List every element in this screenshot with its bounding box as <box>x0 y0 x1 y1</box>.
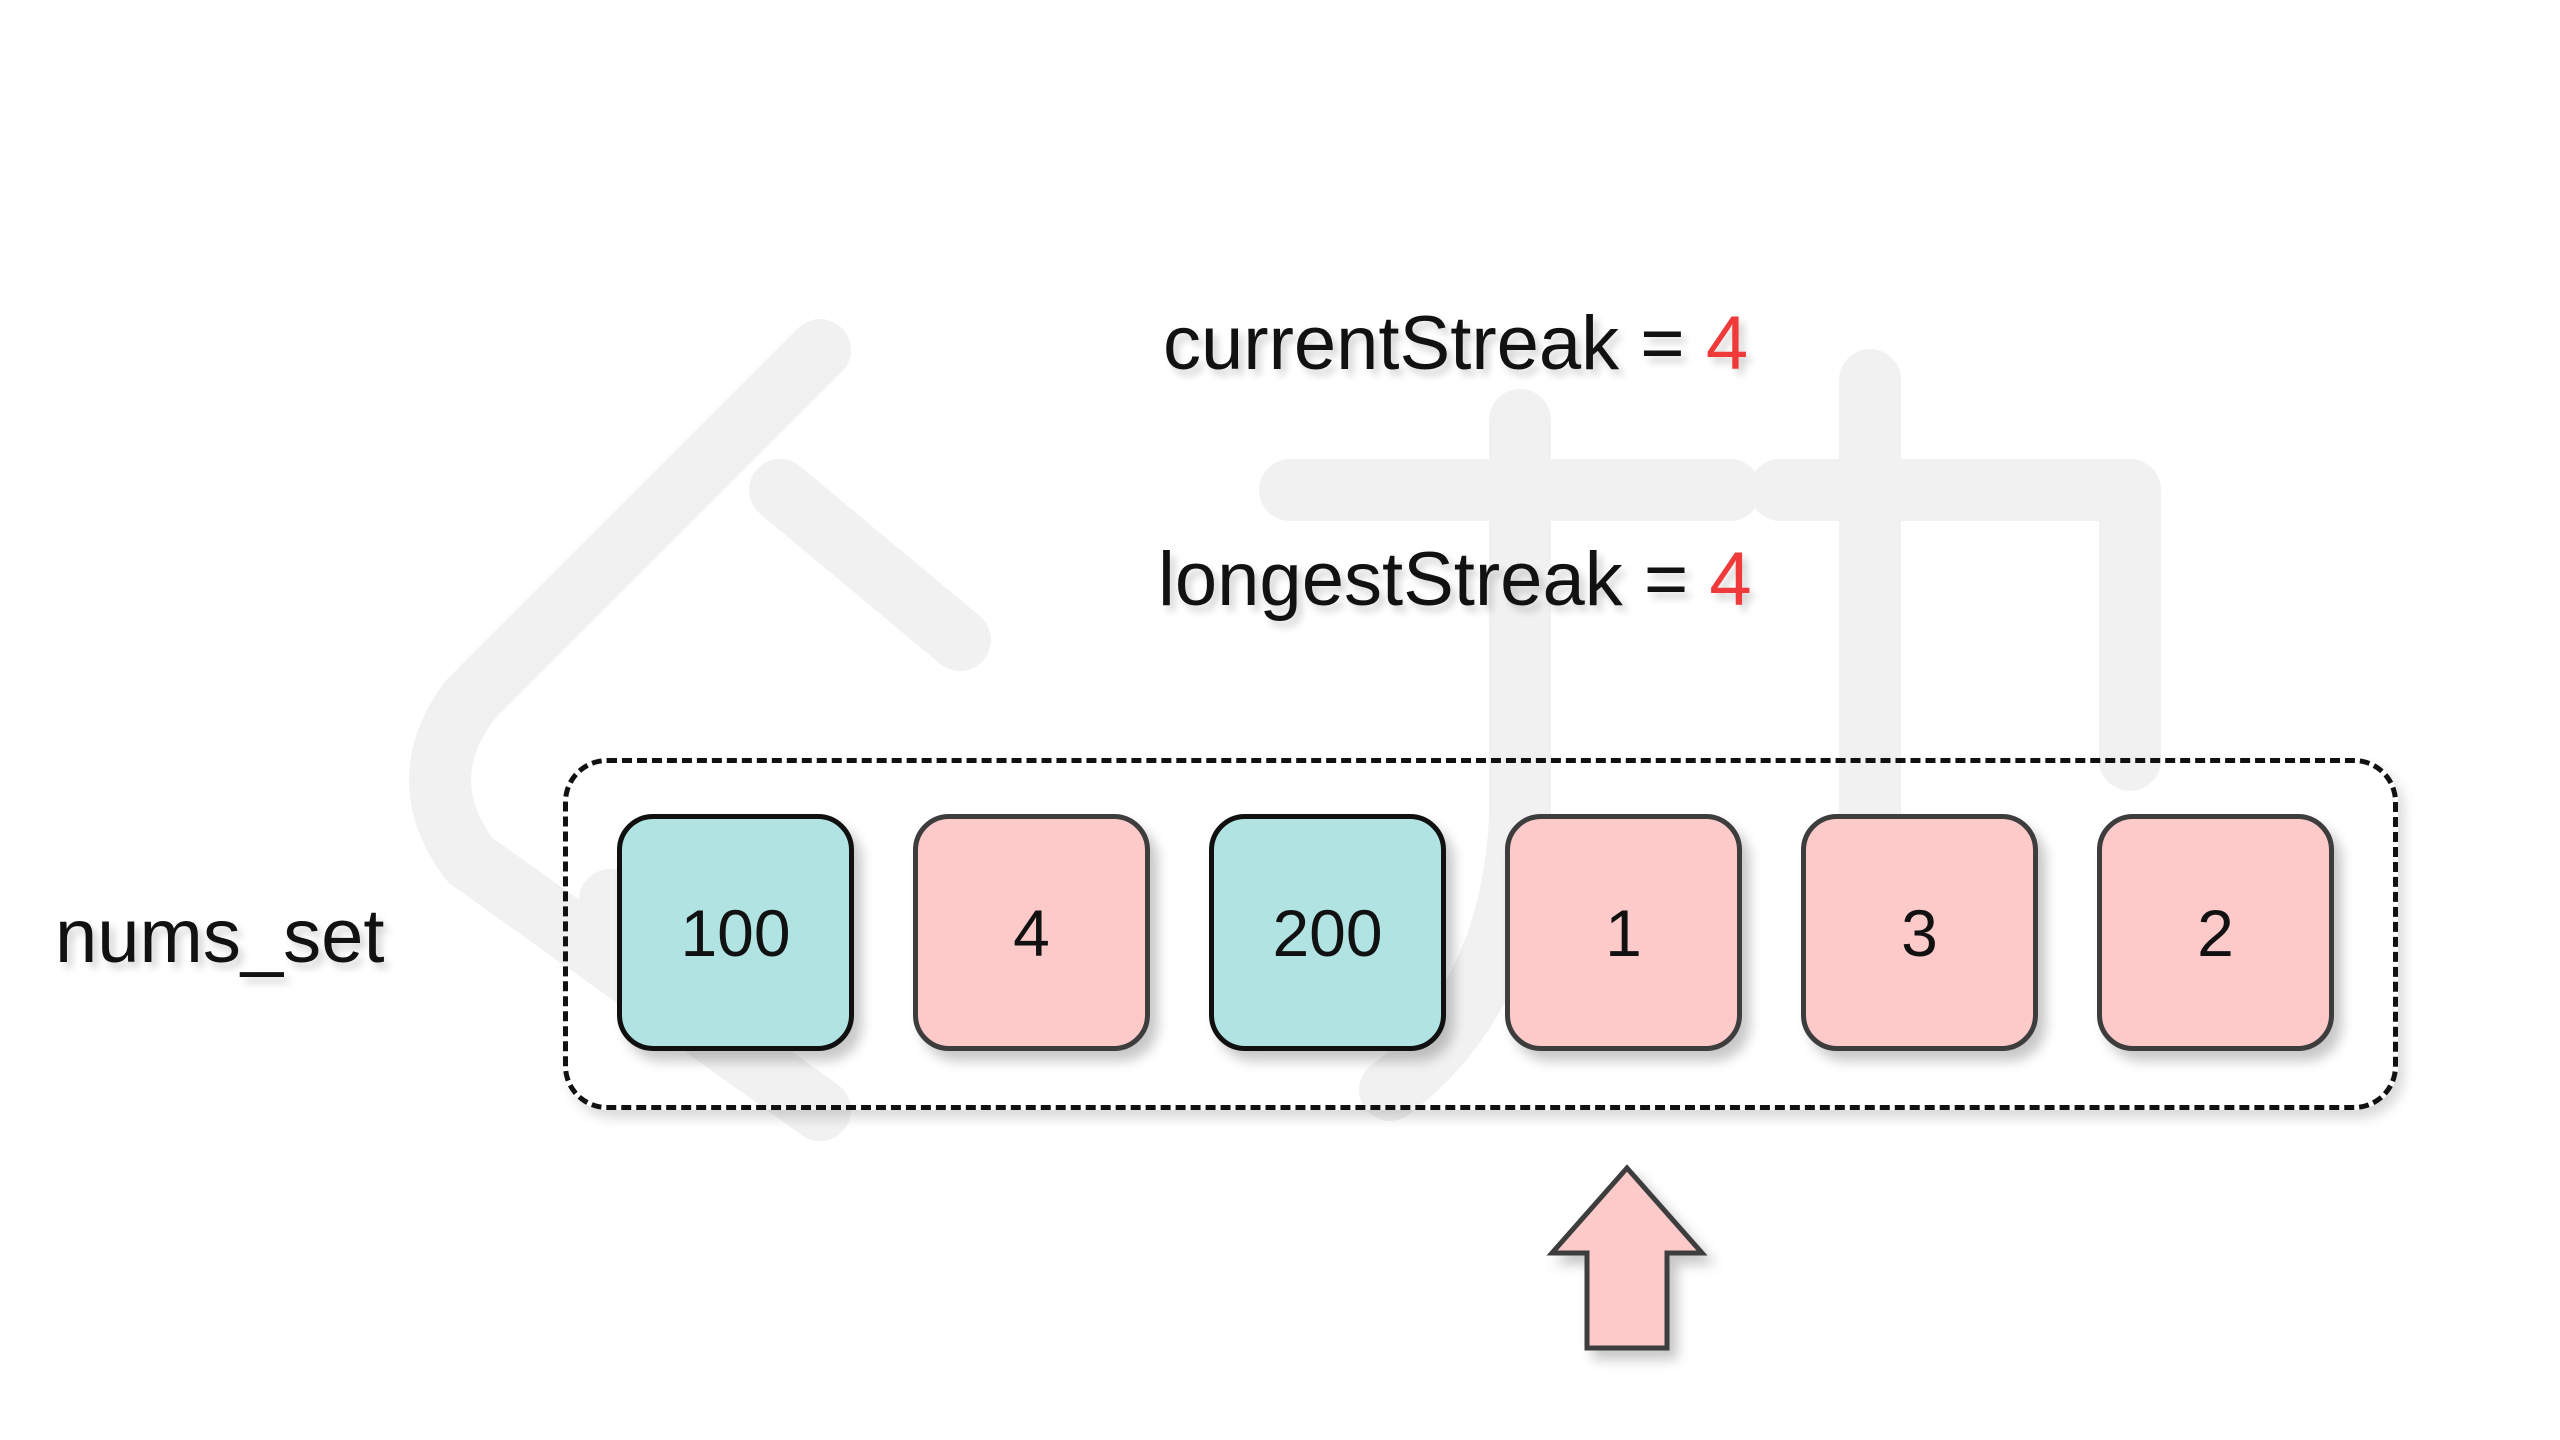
set-cell-0: 100 <box>617 814 854 1051</box>
nums-set-label: nums_set <box>55 894 385 979</box>
longest-streak-label: longestStreak = <box>1158 537 1710 622</box>
current-streak-label: currentStreak = <box>1163 301 1706 386</box>
set-cell-1: 4 <box>913 814 1150 1051</box>
nums-set-container <box>563 758 2398 1110</box>
set-cell-4: 3 <box>1801 814 2038 1051</box>
current-streak-text: currentStreak = 4 <box>1163 300 1748 387</box>
current-streak-value: 4 <box>1705 301 1749 386</box>
longest-streak-value: 4 <box>1709 537 1752 622</box>
up-arrow-icon <box>1546 1164 1708 1351</box>
set-cell-3: 1 <box>1505 814 1742 1051</box>
longest-streak-text: longestStreak = 4 <box>1158 536 1752 623</box>
set-cell-2: 200 <box>1209 814 1446 1051</box>
set-cell-5: 2 <box>2097 814 2334 1051</box>
